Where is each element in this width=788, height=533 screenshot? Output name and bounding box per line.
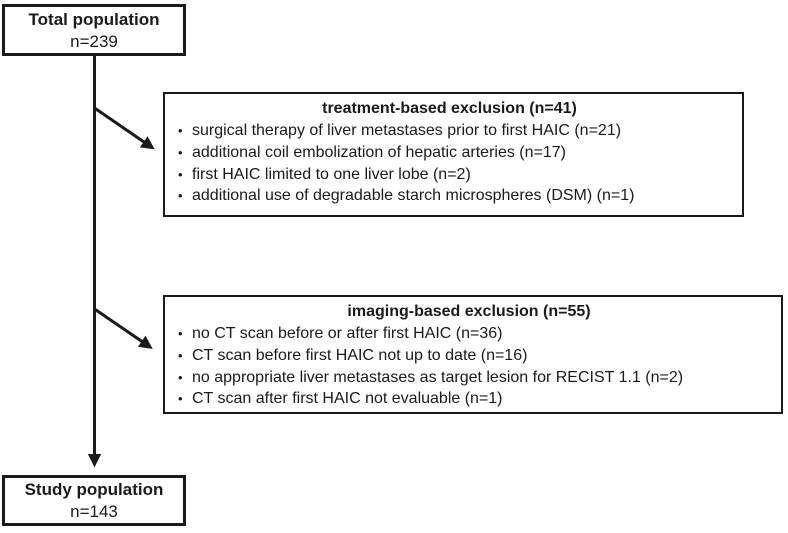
- imaging-exclusion-list: no CT scan before or after first HAIC (n…: [165, 323, 773, 410]
- list-item: no appropriate liver metastases as targe…: [165, 367, 773, 389]
- total-population-box: Total population n=239: [2, 4, 186, 56]
- treatment-exclusion-title: treatment-based exclusion (n=41): [322, 100, 577, 117]
- arrow-to-imaging-exclusion: [93, 307, 153, 349]
- list-item: CT scan before first HAIC not up to date…: [165, 345, 773, 367]
- treatment-exclusion-box: treatment-based exclusion (n=41) surgica…: [163, 92, 744, 217]
- list-item: first HAIC limited to one liver lobe (n=…: [165, 164, 734, 186]
- treatment-exclusion-list: surgical therapy of liver metastases pri…: [165, 120, 734, 207]
- study-population-box: Study population n=143: [2, 475, 186, 526]
- total-population-count: n=239: [70, 31, 118, 51]
- arrow-to-treatment-exclusion: [93, 106, 155, 150]
- study-population-count: n=143: [70, 502, 118, 521]
- list-item: additional use of degradable starch micr…: [165, 185, 734, 207]
- imaging-exclusion-title: imaging-based exclusion (n=55): [347, 303, 591, 320]
- total-population-title: Total population: [28, 9, 160, 29]
- list-item: no CT scan before or after first HAIC (n…: [165, 323, 773, 345]
- list-item: additional coil embolization of hepatic …: [165, 142, 734, 164]
- study-population-title: Study population: [24, 480, 164, 499]
- imaging-exclusion-box: imaging-based exclusion (n=55) no CT sca…: [163, 295, 783, 414]
- list-item: CT scan after first HAIC not evaluable (…: [165, 388, 773, 410]
- list-item: surgical therapy of liver metastases pri…: [165, 120, 734, 142]
